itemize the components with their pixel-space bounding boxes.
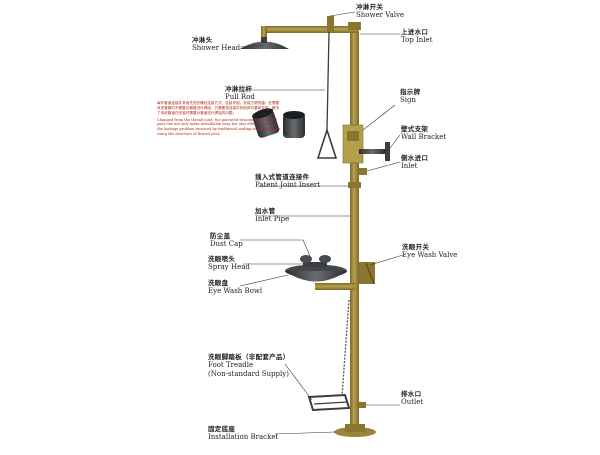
wall-bracket — [359, 149, 385, 154]
leader-lines — [239, 11, 404, 435]
label-spray-head-zh: 洗眼喷头 — [208, 255, 236, 263]
label-inlet: 侧水进口 Inlet — [401, 154, 429, 171]
label-installation-bracket-zh: 固定底座 — [208, 425, 236, 433]
patent-joint — [348, 182, 361, 188]
label-sign: 指示牌 Sign — [400, 88, 421, 105]
label-spray-head: 洗眼喷头 Spray Head — [208, 255, 250, 272]
label-inlet-zh: 侧水进口 — [401, 154, 429, 162]
leader-inlet — [366, 161, 401, 172]
leader-foot-treadle — [284, 363, 313, 401]
label-inlet-pipe-zh: 加水管 — [255, 207, 276, 215]
label-spray-head-en: Spray Head — [208, 263, 250, 272]
label-installation-bracket-en: Installation Bracket — [208, 433, 279, 442]
label-top-inlet-zh: 上进水口 — [401, 28, 429, 36]
label-wall-bracket-zh: 壁式支架 — [401, 125, 429, 133]
eye-wash-bowl-body — [285, 271, 347, 282]
spray-head — [303, 262, 327, 267]
label-dust-cap-zh: 防尘盖 — [210, 232, 231, 240]
leader-dust-cap — [240, 239, 311, 257]
label-inlet-en: Inlet — [401, 162, 418, 171]
leader-sign — [362, 104, 396, 131]
patent-joint-note: 每件管道连接件采用先进的螺纹连接方式，连接牢固，安装方便快捷。在需要改变管路时不… — [157, 101, 282, 139]
pull-rod-handle — [316, 127, 338, 159]
label-shower-head-zh: 冲淋头 — [192, 36, 213, 44]
treadle-chain — [341, 299, 350, 397]
label-wall-bracket-en: Wall Bracket — [401, 133, 447, 142]
label-foot-treadle: 洗眼脚踏板（非配套产品） Foot Treadle (Non-standard … — [208, 353, 290, 378]
label-top-inlet-en: Top Inlet — [401, 36, 433, 45]
installation-bracket-flange — [345, 424, 365, 432]
sign-plate — [342, 124, 364, 164]
label-foot-treadle-en: Foot Treadle — [208, 361, 254, 370]
shower-arm-drop — [261, 26, 267, 38]
label-inlet-pipe-en: Inlet Pipe — [255, 215, 290, 224]
label-pull-rod: 冲淋拉杆 Pull Rod — [225, 85, 255, 102]
eye-wash-valve-lever — [365, 262, 375, 285]
label-foot-treadle-zh: 洗眼脚踏板（非配套产品） — [208, 353, 290, 361]
shower-arm — [262, 26, 359, 33]
label-eye-wash-bowl-zh: 洗眼盘 — [208, 279, 229, 287]
main-pipe — [350, 30, 359, 430]
bowl-arm — [315, 283, 355, 290]
label-eye-wash-valve-en: Eye Wash Valve — [402, 251, 458, 260]
label-sign-en: Sign — [400, 96, 417, 105]
label-patent-joint-en: Patent Joint Insert — [255, 181, 321, 190]
label-eye-wash-bowl-en: Eye Wash Bowl — [208, 287, 263, 296]
sign-symbol — [347, 131, 359, 141]
leader-shower-head — [239, 44, 266, 48]
eye-wash-valve — [359, 262, 375, 284]
label-outlet-zh: 排水口 — [401, 390, 422, 398]
leader-installation-bracket — [274, 431, 336, 435]
patent-joint-note-en: Changed from the thread joint, the paten… — [157, 117, 281, 137]
label-shower-head-en: Shower Head — [192, 44, 241, 53]
label-shower-head: 冲淋头 Shower Head — [192, 36, 241, 53]
label-patent-joint-zh: 插入式管道连接件 — [255, 173, 310, 181]
label-dust-cap-en: Dust Cap — [210, 240, 243, 249]
label-top-inlet: 上进水口 Top Inlet — [401, 28, 433, 45]
patent-joint-sample — [252, 108, 305, 138]
patent-joint-note-zh: 每件管道连接件采用先进的螺纹连接方式，连接牢固，安装方便快捷。在需要改变管路时不… — [157, 101, 280, 115]
label-dust-cap: 防尘盖 Dust Cap — [210, 232, 243, 249]
dust-cap-right — [319, 255, 331, 263]
dust-cap-left — [300, 255, 312, 263]
foot-treadle-rib — [313, 401, 348, 405]
label-wall-bracket: 壁式支架 Wall Bracket — [401, 125, 447, 142]
label-sign-zh: 指示牌 — [400, 88, 421, 96]
shower-head-neck — [261, 37, 267, 43]
label-shower-valve: 冲淋开关 Shower Valve — [356, 3, 405, 20]
leader-shower-valve — [329, 11, 356, 17]
label-outlet-en: Outlet — [401, 398, 424, 407]
label-pull-rod-zh: 冲淋拉杆 — [225, 85, 253, 93]
label-foot-treadle-en2: (Non-standard Supply) — [208, 369, 289, 378]
top-cap — [348, 22, 361, 30]
side-inlet — [359, 168, 367, 175]
foot-treadle — [307, 393, 351, 412]
label-installation-bracket: 固定底座 Installation Bracket — [208, 425, 279, 442]
label-inlet-pipe: 加水管 Inlet Pipe — [255, 207, 290, 224]
label-shower-valve-zh: 冲淋开关 — [356, 3, 384, 11]
shower-valve — [327, 16, 334, 32]
outlet — [359, 402, 366, 408]
leader-eye-wash-bowl — [239, 274, 289, 287]
label-eye-wash-valve-zh: 洗眼开关 — [402, 243, 430, 251]
pull-rod — [326, 31, 330, 131]
label-eye-wash-bowl: 洗眼盘 Eye Wash Bowl — [208, 279, 263, 296]
label-shower-valve-en: Shower Valve — [356, 11, 405, 20]
label-patent-joint: 插入式管道连接件 Patent Joint Insert — [255, 173, 321, 190]
leader-eye-wash-valve — [369, 254, 404, 266]
leader-wall-bracket — [389, 134, 401, 149]
label-outlet: 排水口 Outlet — [401, 390, 424, 407]
label-eye-wash-valve: 洗眼开关 Eye Wash Valve — [402, 243, 458, 260]
wall-bracket-plate — [385, 142, 390, 161]
label-pull-rod-en: Pull Rod — [225, 93, 255, 102]
